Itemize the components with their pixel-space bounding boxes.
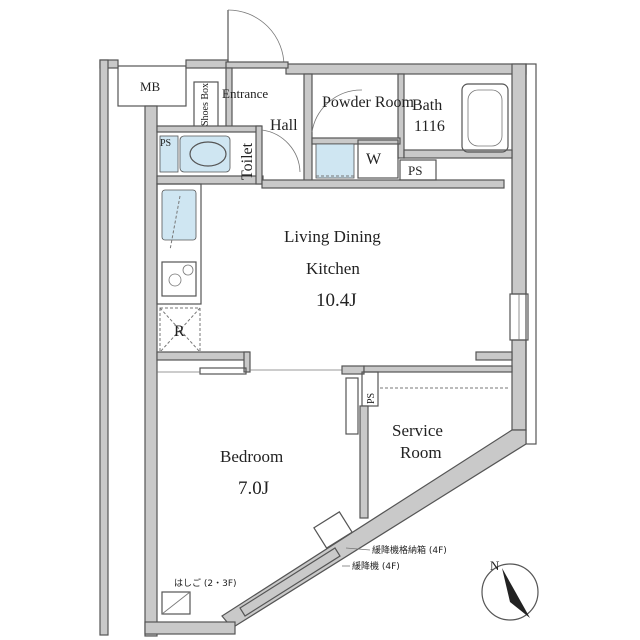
wall-bedroom-service <box>359 405 369 519</box>
wall-hall-right <box>303 73 313 185</box>
ladder-storage-note: 緩降機格納箱 (4F) <box>372 544 447 556</box>
wall-powder-bath <box>397 73 405 159</box>
bedroom-label: Bedroom <box>220 447 283 466</box>
ps-center-label: PS <box>366 393 377 404</box>
ladder-hatch-diag <box>161 591 191 615</box>
wall-bedroom-jamb <box>243 351 251 373</box>
wall-service-top <box>363 365 513 373</box>
toilet-fixture <box>179 135 231 173</box>
vanity <box>315 143 355 179</box>
diagonal-window <box>239 547 341 617</box>
wall-powder-bottom <box>311 137 401 145</box>
bathtub-inner <box>467 89 503 147</box>
bath-size-label: 1116 <box>414 118 445 135</box>
bathtub <box>461 83 509 153</box>
top-wall-mb <box>185 59 229 69</box>
powder-door-arc <box>311 89 363 133</box>
cooktop <box>161 261 197 297</box>
wall-ldk-bottom-left <box>156 351 250 361</box>
ldk-area: 10.4J <box>316 290 357 311</box>
descender-box <box>313 511 353 549</box>
ldk-label-line2: Kitchen <box>306 259 360 278</box>
diagonal-wall <box>221 429 527 629</box>
compass-label: N <box>490 558 500 573</box>
outer-walls <box>99 59 537 637</box>
ldk-label-line1: Living Dining <box>284 227 381 246</box>
refrigerator-box <box>159 307 201 353</box>
wall-bath-bottom <box>403 149 513 159</box>
kitchen-counter <box>156 183 202 305</box>
toilet-label: Toilet <box>239 142 256 180</box>
ps-left-label: PS <box>160 138 171 149</box>
note-leader-1 <box>345 547 371 551</box>
north-compass: N <box>481 558 539 621</box>
closet-door <box>345 377 359 435</box>
compass-needle <box>502 568 530 618</box>
bedroom-area: 7.0J <box>238 478 269 499</box>
mb-label: MB <box>140 79 161 94</box>
wall-toilet-right <box>255 125 263 185</box>
entrance-door <box>225 9 289 69</box>
left-inner-wall <box>144 105 158 637</box>
right-outer-line <box>525 63 537 445</box>
service-room-label-line1: Service <box>392 421 443 440</box>
service-room-label-line2: Room <box>400 443 442 462</box>
entrance-door-arc <box>227 9 285 67</box>
sink-dash <box>169 195 181 251</box>
interior-walls-upper <box>156 67 513 189</box>
wall-ps-top <box>341 365 365 375</box>
right-wall-upper <box>511 63 527 295</box>
bottom-wall <box>144 621 236 635</box>
entrance-label: Entrance <box>222 86 268 101</box>
refrigerator-label: R <box>174 323 185 340</box>
fixtures <box>156 83 509 353</box>
wall-ldk-top <box>261 179 505 189</box>
kitchen-sink <box>161 189 197 241</box>
shoes-box-label: Shoes Box <box>200 83 211 126</box>
powder-room-label: Powder Room <box>322 94 415 111</box>
hall-door-arc <box>261 129 301 173</box>
burner-2 <box>182 264 194 276</box>
wall-ldk-bottom-right <box>475 351 513 361</box>
compass-circle <box>481 563 539 621</box>
bedroom-door-track <box>199 367 247 375</box>
ladder-hatch <box>161 591 191 615</box>
bath-label: Bath <box>412 97 442 114</box>
washer-box <box>357 139 399 179</box>
right-wall-lower <box>511 339 527 431</box>
ps-bath-box <box>399 159 437 181</box>
ps-bath-label: PS <box>408 163 422 178</box>
descender-note: 緩降機 (4F) <box>352 560 400 572</box>
top-wall-right <box>285 63 527 75</box>
left-outer-wall <box>99 59 109 636</box>
interior-walls-middle <box>156 351 513 615</box>
toilet-tank <box>159 135 179 173</box>
burner-1 <box>168 273 182 287</box>
ps-center-box <box>361 371 379 407</box>
notes: 緩降機格納箱 (4F) 緩降機 (4F) はしご (2・3F) <box>174 544 447 589</box>
toilet-bowl <box>189 141 227 167</box>
entrance-threshold <box>225 61 289 69</box>
ladder-note: はしご (2・3F) <box>174 577 237 589</box>
hall-label: Hall <box>270 117 298 134</box>
washer-label: W <box>366 151 382 168</box>
room-labels: MB Shoes Box Entrance Hall Powder Room B… <box>140 79 445 499</box>
